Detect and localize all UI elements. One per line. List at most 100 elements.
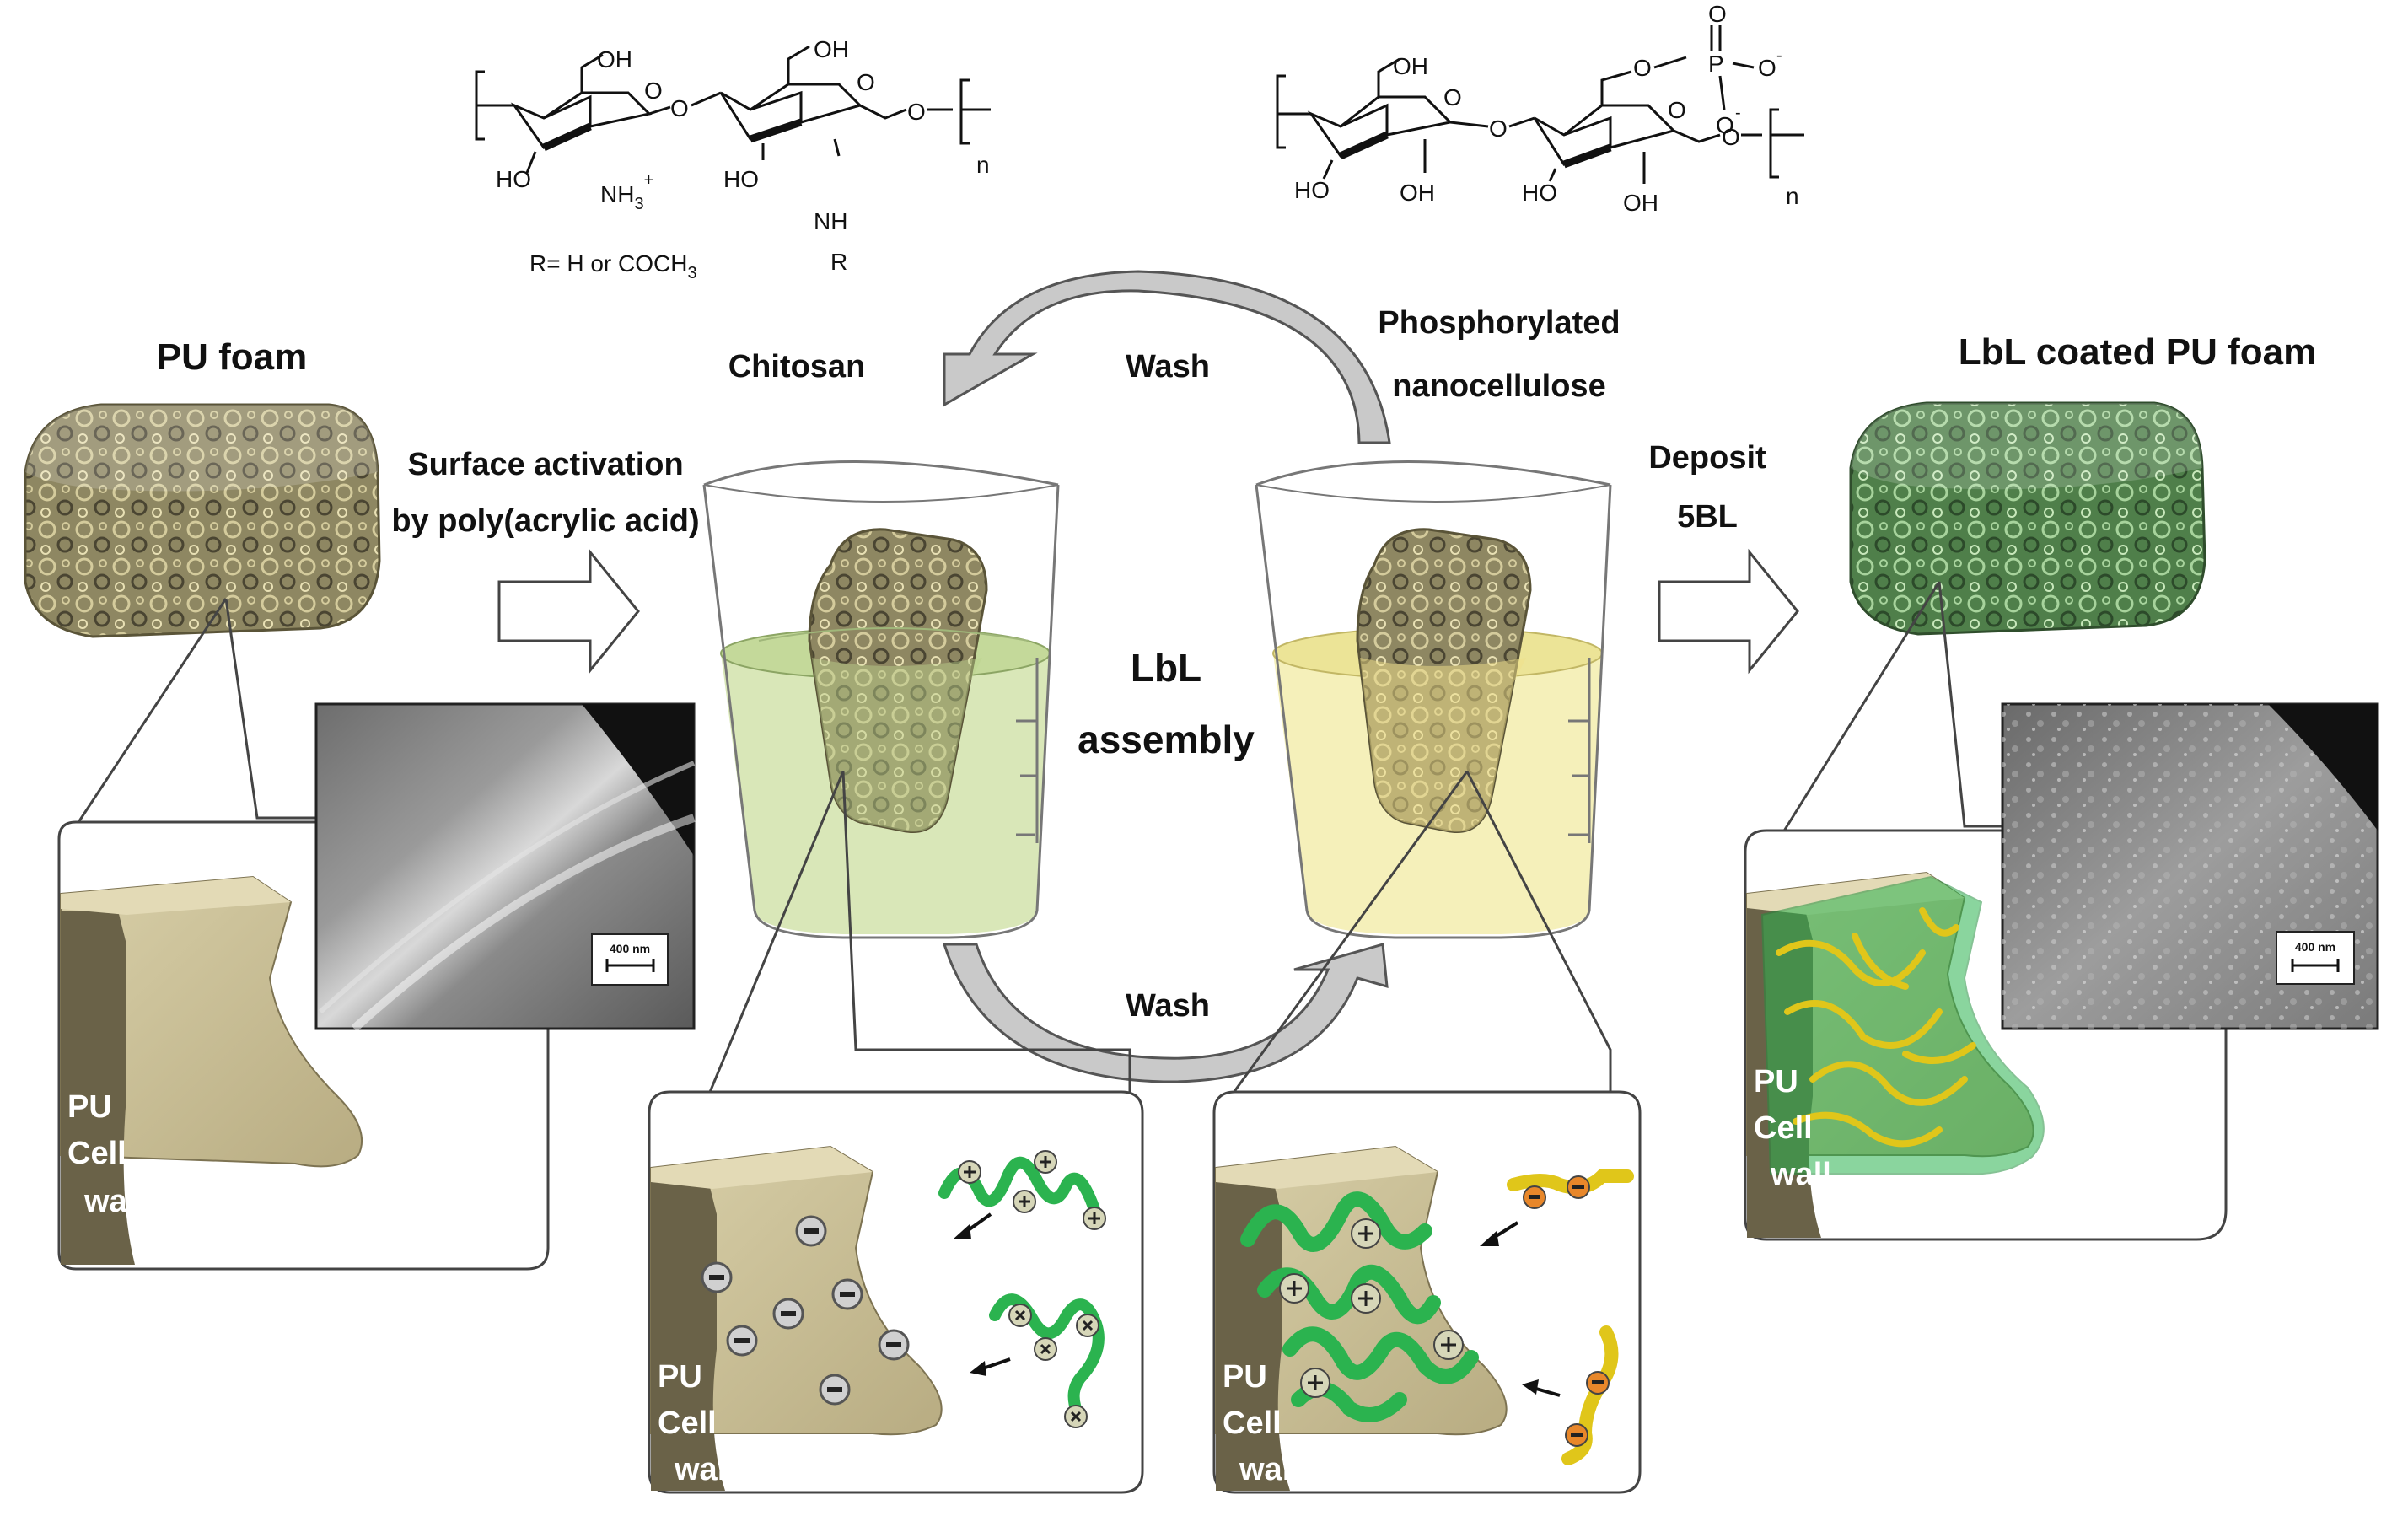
nanocellulose-fibrils <box>1507 1169 1634 1465</box>
chitosan-chain <box>938 1156 1102 1220</box>
plus-charge <box>1034 1337 1057 1361</box>
five-bilayer-label: 5BL <box>1677 499 1738 535</box>
wall-label-cell: Cell <box>1754 1110 1813 1146</box>
nanocellulose-structure: OH HO OH HO OH O O O O O P O O - O - n <box>1276 1 1804 216</box>
chitosan-label: Chitosan <box>728 349 866 384</box>
plus-charge <box>1351 1283 1381 1314</box>
curved-arrow <box>942 943 1389 1083</box>
plus-charge <box>1013 1190 1036 1213</box>
zoom-lines <box>1777 581 2007 840</box>
cellulose-p: P <box>1708 51 1724 77</box>
cellulose-o-neg2: O <box>1716 112 1734 138</box>
cellulose-o-link: O <box>1489 116 1508 142</box>
nanocellulose-fibril <box>1507 1169 1634 1195</box>
pu-cell-wall-uncoated: PU Cell wall <box>60 875 363 1265</box>
negative-charges <box>701 1215 910 1406</box>
cellulose-ho-left: HO <box>1294 177 1330 203</box>
minus-charge <box>1586 1371 1610 1395</box>
cellulose-o-p: O <box>1633 55 1652 81</box>
cellulose-o-ring2: O <box>1668 97 1686 123</box>
block-arrow-right <box>1658 548 1799 675</box>
plus-charge <box>1076 1314 1099 1337</box>
zoom-lines <box>707 771 1131 1097</box>
lbl-label: LbL <box>1131 646 1201 690</box>
plus-charge <box>958 1160 981 1184</box>
deposit-label: Deposit <box>1648 440 1766 476</box>
cellulose-o-ring1: O <box>1443 84 1462 110</box>
sem-image-right: 400 nm <box>2001 702 2379 1030</box>
cellulose-n: n <box>1786 183 1799 209</box>
cellulose-o-neg1: O <box>1758 55 1776 81</box>
assembly-label: assembly <box>1078 718 1255 761</box>
coated-foam-title: LbL coated PU foam <box>1959 331 2317 373</box>
chitosan-ho-left: HO <box>496 166 531 192</box>
adsorbed-chitosan <box>1240 1191 1479 1422</box>
wall-label-wall: wall <box>674 1452 735 1487</box>
nanocellulose-label: nanocellulose <box>1392 368 1605 404</box>
minus-charge <box>1567 1175 1590 1199</box>
pu-cell-wall-coated: PU Cell wall <box>1746 871 2045 1238</box>
cellulose-minus1: - <box>1776 46 1782 65</box>
minus-charge <box>772 1298 804 1330</box>
plus-charge <box>1351 1218 1381 1249</box>
chitosan-chains <box>938 1150 1106 1428</box>
nanocellulose-fibril <box>1561 1325 1619 1465</box>
scale-bar-left: 400 nm <box>610 942 650 955</box>
cellulose-oh-a: OH <box>1400 180 1435 206</box>
curved-arrow <box>943 270 1391 444</box>
scale-bar-right: 400 nm <box>2295 940 2335 954</box>
plus-charge <box>1034 1150 1057 1174</box>
block-arrow-right <box>497 548 640 675</box>
cellulose-o-end: O <box>1722 124 1740 150</box>
nanocellulose-fibril <box>1776 907 1976 1148</box>
chitosan-oh-top2: OH <box>814 36 849 62</box>
chitosan-o-ring1: O <box>644 78 663 104</box>
beaker-chitosan <box>702 460 1060 939</box>
chitosan-nh3: NH3+ <box>600 171 653 213</box>
plus-charge <box>1433 1330 1464 1360</box>
chitosan-chain <box>1240 1191 1479 1422</box>
chitosan-o-end: O <box>907 99 926 125</box>
wall-label-wall: wall <box>1239 1452 1300 1487</box>
wall-label-cell: Cell <box>67 1136 126 1171</box>
wash-arrow-top: Wash <box>943 270 1391 444</box>
cellulose-o-double: O <box>1708 1 1727 27</box>
plus-charge <box>1064 1405 1088 1428</box>
plus-charge <box>1083 1207 1106 1230</box>
pu-foam-block <box>24 403 381 638</box>
wash-bottom-label: Wash <box>1126 988 1210 1024</box>
wall-label-wall: wall <box>83 1184 145 1219</box>
wall-label-pu: PU <box>658 1359 702 1395</box>
pu-foam-title: PU foam <box>157 336 307 378</box>
phosphorylated-label: Phosphorylated <box>1378 305 1620 341</box>
plus-charge <box>1300 1368 1330 1398</box>
chitosan-oh-top: OH <box>597 46 632 73</box>
zoom-lines <box>66 598 320 840</box>
wall-label-cell: Cell <box>1223 1406 1282 1441</box>
cellulose-oh-b: OH <box>1623 190 1658 216</box>
surface-activation-label: Surface activation <box>407 447 683 482</box>
minus-charge <box>1565 1423 1588 1447</box>
beaker-nanocellulose <box>1255 460 1612 939</box>
chitosan-n: n <box>976 152 990 178</box>
cellulose-minus2: - <box>1735 104 1741 122</box>
zoom-lines <box>1229 771 1612 1097</box>
minus-charge <box>878 1329 910 1361</box>
wall-label-pu: PU <box>1223 1359 1267 1395</box>
wall-label-pu: PU <box>1754 1064 1798 1099</box>
plus-charge <box>1279 1273 1309 1304</box>
chitosan-structure: OH OH HO HO NH3+ NH R O O O O n R= H or … <box>475 36 991 282</box>
wash-top-label: Wash <box>1126 349 1210 384</box>
minus-charge <box>831 1278 863 1310</box>
chitosan-nh: NH <box>814 208 847 234</box>
chitosan-r: R <box>830 249 847 275</box>
chitosan-ho-mid: HO <box>723 166 759 192</box>
minus-charge <box>701 1261 733 1293</box>
plus-charge <box>1008 1304 1032 1327</box>
chitosan-o-ring2: O <box>857 69 875 95</box>
wash-arrow-bottom: Wash <box>942 943 1389 1083</box>
wall-label-cell: Cell <box>658 1406 717 1441</box>
coated-foam-block <box>1849 401 2206 636</box>
